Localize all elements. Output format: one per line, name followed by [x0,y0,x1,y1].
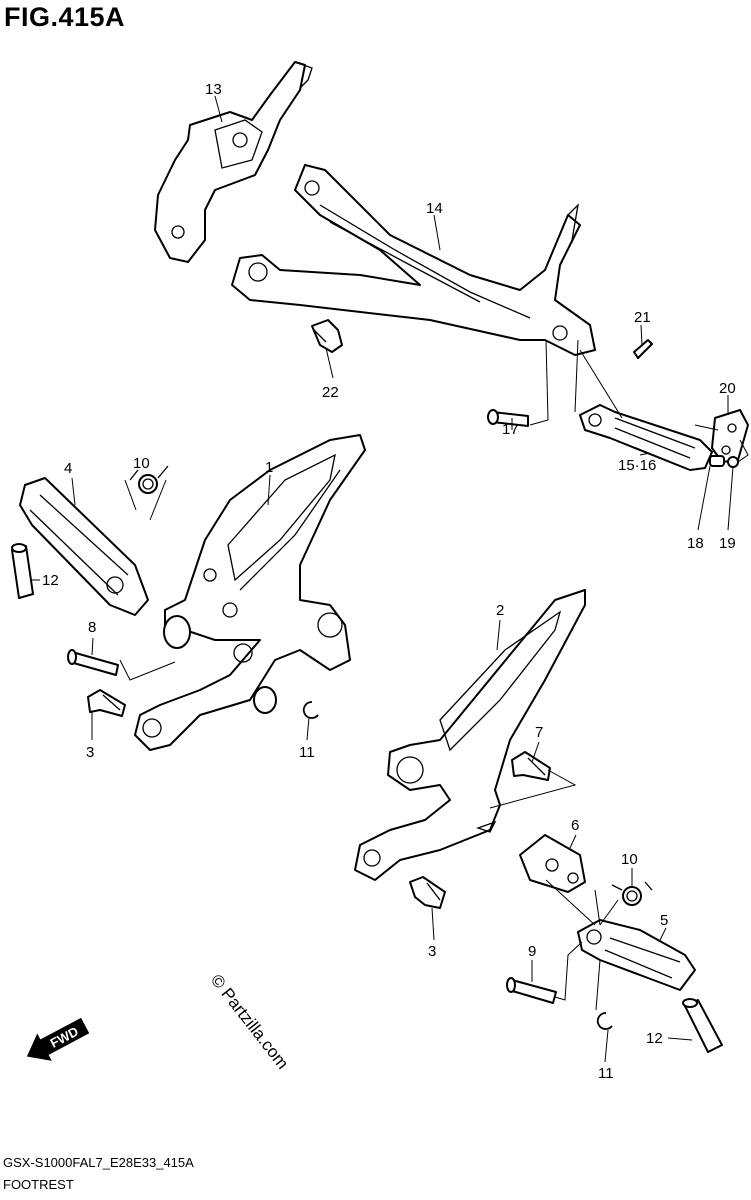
callout-21: 21 [634,309,651,326]
part-5-right-peg[interactable] [577,919,696,991]
part-10-spring-right[interactable] [611,881,653,906]
callout-17: 17 [502,421,519,438]
part-12-rubber-right[interactable] [682,998,723,1053]
callout-2: 2 [496,602,504,619]
part-17-pin[interactable] [487,409,529,427]
callout-6: 6 [571,817,579,834]
callout-10-right: 10 [621,851,638,868]
part-3-bolt-left[interactable] [87,689,126,717]
callout-20: 20 [719,380,736,397]
part-14-rear-bracket[interactable] [231,164,596,356]
part-11-clip-left[interactable] [302,701,319,719]
callouts: 13 14 21 22 20 17 15·16 18 19 1 4 10 12 … [42,81,736,1082]
part-22-bolt[interactable] [311,319,343,353]
callout-14: 14 [426,200,443,217]
part-9-pin[interactable] [506,977,557,1004]
part-11-clip-right[interactable] [596,1012,613,1030]
callout-4: 4 [64,460,72,477]
callout-8: 8 [88,619,96,636]
callout-13: 13 [205,81,222,98]
fwd-arrow-icon: FWD [26,1017,90,1061]
callout-3-left: 3 [86,744,94,761]
part-8-pin[interactable] [67,649,119,676]
part-15-16-rear-peg[interactable] [579,404,713,471]
part-19-ball[interactable] [727,456,739,468]
part-10-spring-left[interactable] [129,465,169,494]
model-code: GSX-S1000FAL7_E28E33_415A [3,1155,194,1170]
fwd-label: FWD [48,1024,81,1051]
callout-12-right: 12 [646,1030,663,1047]
part-21-cotter-pin[interactable] [633,339,653,359]
callout-10-left: 10 [133,455,150,472]
callout-18: 18 [687,535,704,552]
callout-15-16: 15·16 [618,457,656,474]
part-7-bolt[interactable] [511,751,551,781]
callout-12-left: 12 [42,572,59,589]
part-3-bolt-right[interactable] [409,876,446,909]
callout-1: 1 [265,459,273,476]
callout-3-right: 3 [428,943,436,960]
part-13-cover[interactable] [154,61,313,263]
part-1-left-bracket[interactable] [134,434,366,751]
callout-22: 22 [322,384,339,401]
leader-lines [32,95,749,1063]
section-name: FOOTREST [3,1177,74,1192]
callout-5: 5 [660,912,668,929]
part-18-spring[interactable] [709,455,725,467]
callout-7: 7 [535,724,543,741]
watermark: © Partzilla.com [207,971,293,1073]
part-20-plate[interactable] [711,409,749,463]
callout-9: 9 [528,943,536,960]
callout-11-right: 11 [598,1065,614,1082]
part-12-rubber-left[interactable] [11,543,34,599]
callout-19: 19 [719,535,736,552]
part-4-left-peg[interactable] [19,477,149,616]
part-2-right-bracket[interactable] [354,589,586,881]
callout-11-left: 11 [299,744,315,761]
figure-title: FIG.415A [4,2,126,32]
part-6-pivot[interactable] [519,834,586,893]
